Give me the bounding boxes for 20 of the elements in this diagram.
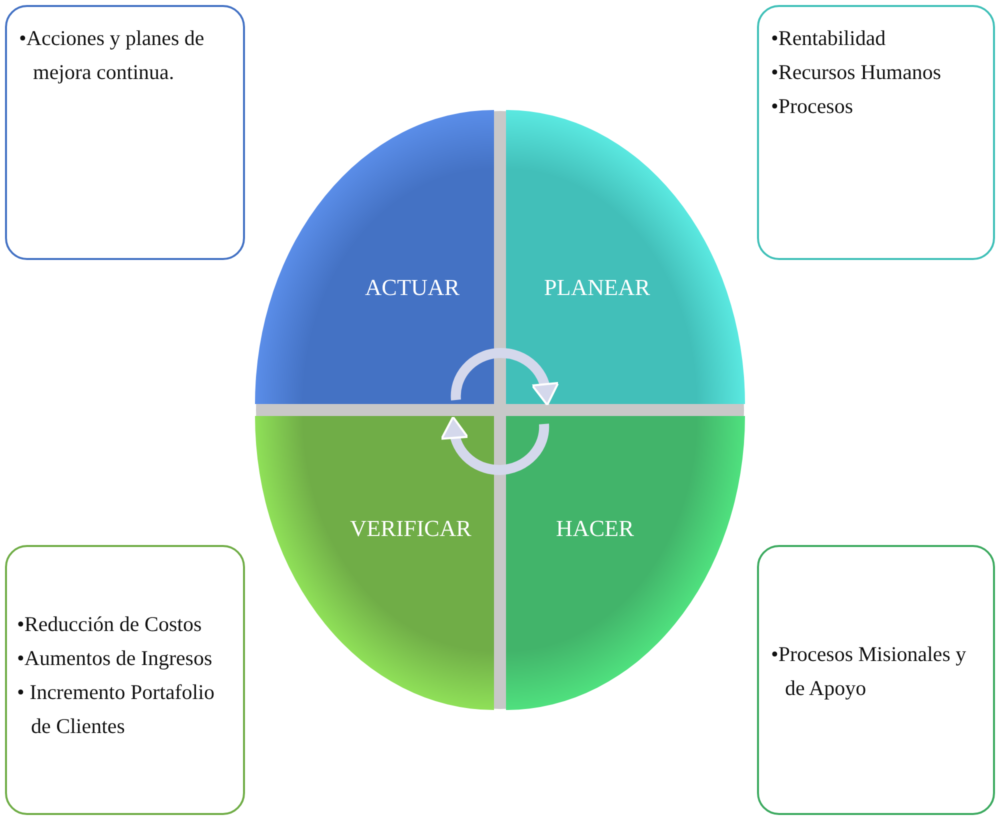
bullet-item: •Aumentos de Ingresos — [17, 645, 214, 672]
segment-label: PLANEAR — [544, 275, 650, 301]
bullet-item: •Recursos Humanos — [771, 59, 942, 86]
note-box — [757, 545, 995, 815]
note-box — [757, 5, 995, 260]
segment-label: ACTUAR — [365, 275, 460, 301]
bullet-item: •Reducción de Costos — [17, 611, 203, 638]
note-box — [5, 545, 245, 815]
bullet-item: • Incremento Portafolio de Clientes — [17, 679, 216, 740]
bullet-item: •Procesos Misionales y de Apoyo — [771, 641, 968, 702]
bullet-item: •Acciones y planes de mejora continua. — [19, 25, 206, 86]
segment-label: VERIFICAR — [350, 516, 472, 542]
quadrant-segment — [255, 110, 494, 404]
quadrant-segment — [506, 110, 745, 404]
segment-label: HACER — [556, 516, 634, 542]
note-box — [5, 5, 245, 260]
bullet-item: •Procesos — [771, 93, 854, 120]
bullet-item: •Rentabilidad — [771, 25, 887, 52]
quadrant-segment — [506, 416, 745, 710]
quadrant-segment — [255, 416, 494, 710]
